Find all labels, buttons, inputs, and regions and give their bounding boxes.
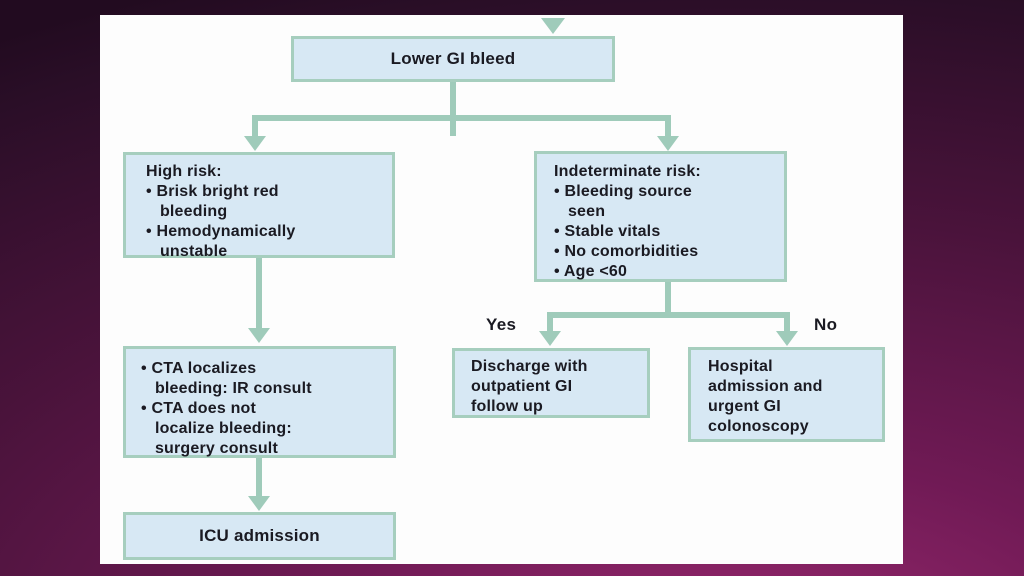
node-icu-admission-label: ICU admission: [199, 526, 320, 545]
connector-cta-to-icu: [256, 458, 262, 498]
node-lower-gi-bleed: Lower GI bleed: [291, 36, 615, 82]
node-indeterminate-risk: Indeterminate risk: • Bleeding source se…: [534, 151, 787, 282]
connector-highrisk-shaft: [252, 115, 258, 138]
arrow-down-icon: [776, 331, 798, 346]
node-icu-admission: ICU admission: [123, 512, 396, 560]
arrow-down-icon: [244, 136, 266, 151]
connector-no-shaft: [784, 312, 790, 333]
connector-highrisk-to-cta: [256, 258, 262, 330]
node-high-risk-label: High risk: • Brisk bright red bleeding •…: [146, 163, 296, 260]
node-discharge-label: Discharge with outpatient GI follow up: [471, 358, 588, 415]
connector-indeterminate-down: [665, 282, 671, 318]
connector-indeterminate-shaft: [665, 115, 671, 138]
node-discharge: Discharge with outpatient GI follow up: [452, 348, 650, 418]
node-hospital: Hospital admission and urgent GI colonos…: [688, 347, 885, 442]
node-hospital-label: Hospital admission and urgent GI colonos…: [708, 358, 823, 435]
connector-yes-shaft: [547, 312, 553, 333]
node-high-risk: High risk: • Brisk bright red bleeding •…: [123, 152, 395, 260]
branch-label-no: No: [814, 315, 838, 334]
arrow-down-icon: [248, 496, 270, 511]
arrow-down-icon: [539, 331, 561, 346]
arrow-down-icon: [541, 18, 565, 34]
connector-top-split: [252, 115, 671, 121]
arrow-down-icon: [248, 328, 270, 343]
node-cta-label: • CTA localizes bleeding: IR consult • C…: [141, 360, 312, 457]
node-cta: • CTA localizes bleeding: IR consult • C…: [123, 346, 396, 458]
node-indeterminate-risk-label: Indeterminate risk: • Bleeding source se…: [554, 163, 701, 280]
branch-label-yes: Yes: [486, 315, 517, 334]
connector-lowergi-stub: [450, 82, 456, 136]
node-lower-gi-bleed-label: Lower GI bleed: [390, 49, 516, 68]
flowchart-panel: Lower GI bleed High risk: • Brisk bright…: [100, 15, 903, 564]
connector-yesno-split: [547, 312, 790, 318]
arrow-down-icon: [657, 136, 679, 151]
